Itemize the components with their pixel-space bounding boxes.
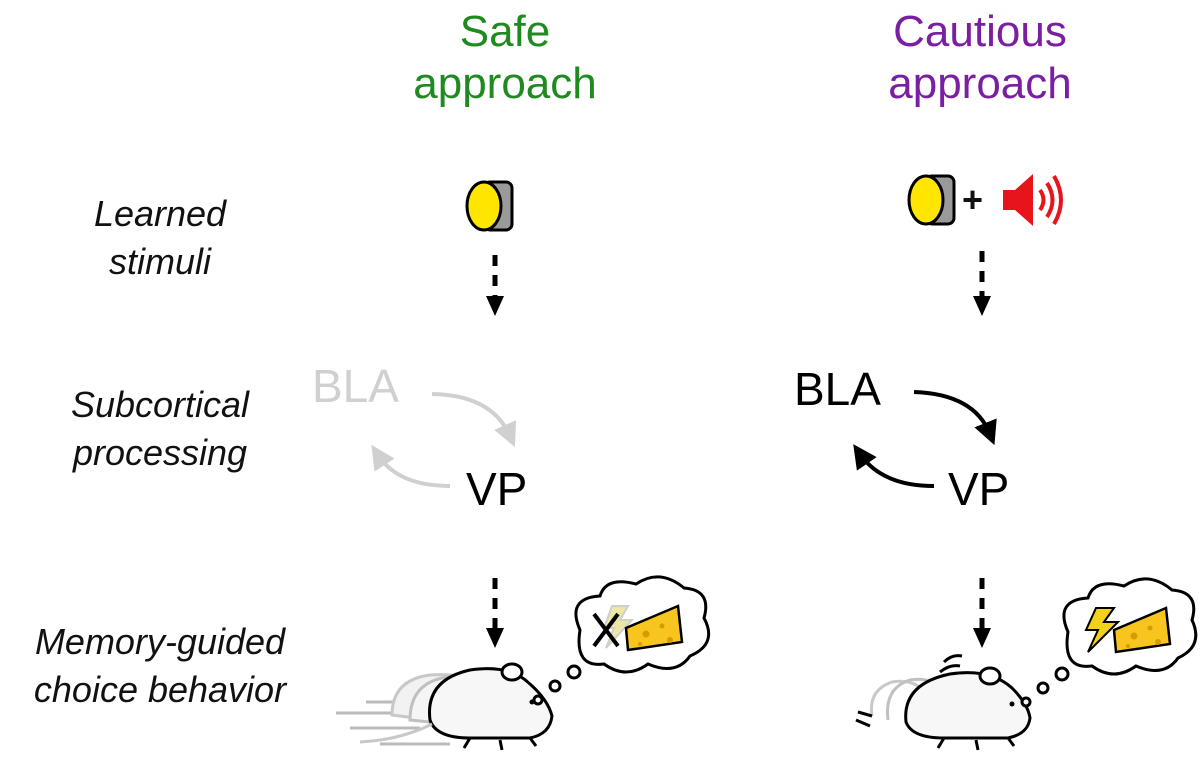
row-label-behavior-line1: Memory-guided — [34, 621, 286, 662]
cautious-bla-vp-loop — [853, 390, 997, 488]
row-label-memory-guided-behavior: Memory-guided choice behavior — [0, 618, 320, 714]
cautious-approach-title: Cautious approach — [830, 6, 1130, 110]
row-label-subcortical-processing: Subcortical processing — [30, 381, 290, 477]
speaker-tone-icon — [1003, 174, 1063, 226]
row-label-processing-line2: processing — [72, 432, 248, 473]
safe-bla-node: BLA — [312, 360, 399, 412]
rat-icon-cautious — [855, 654, 1032, 751]
arrow-safe-processing-to-behavior — [486, 578, 504, 648]
stimulus-plus-sign: + — [962, 179, 984, 220]
light-cue-icon-safe — [465, 180, 514, 232]
row-label-stimuli-line1: Learned — [93, 193, 227, 234]
cautious-title-line1: Cautious — [893, 7, 1067, 56]
safe-title-line1: Safe — [459, 7, 551, 56]
cheese-icon-cautious — [1112, 606, 1172, 654]
thought-bubble-safe — [532, 575, 711, 706]
cheese-icon-safe — [624, 604, 684, 652]
row-label-learned-stimuli: Learned stimuli — [40, 190, 280, 286]
arrow-cautious-processing-to-behavior — [973, 578, 991, 648]
row-label-processing-line1: Subcortical — [70, 384, 250, 425]
arrow-cautious-stimuli-to-processing — [973, 251, 991, 316]
safe-vp-node: VP — [466, 463, 528, 515]
light-cue-icon-cautious — [907, 174, 956, 226]
lightning-bolt-icon — [1084, 607, 1121, 653]
cautious-vp-node: VP — [948, 463, 1010, 515]
thought-bubble-cautious — [1020, 577, 1198, 708]
cautious-bla-node: BLA — [794, 363, 881, 415]
row-label-behavior-line2: choice behavior — [33, 669, 287, 710]
safe-bla-vp-loop — [371, 392, 517, 488]
rat-icon-safe — [336, 662, 554, 751]
cross-mark-icon — [592, 612, 620, 648]
row-label-stimuli-line2: stimuli — [108, 241, 211, 282]
safe-approach-title: Safe approach — [380, 6, 630, 110]
cautious-title-line2: approach — [888, 59, 1072, 108]
safe-title-line2: approach — [413, 59, 597, 108]
arrow-safe-stimuli-to-processing — [486, 255, 504, 316]
